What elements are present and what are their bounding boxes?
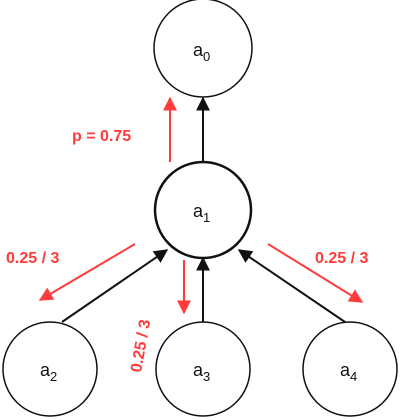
node-a3: a3 [155, 321, 251, 417]
node-a1-sub: 1 [203, 210, 210, 225]
svg-text:a4: a4 [340, 360, 357, 384]
node-a1: a1 [153, 160, 253, 260]
prob-label-a4: 0.25 / 3 [315, 250, 368, 267]
prob-arrow-a4 [267, 243, 364, 303]
node-a0: a0 [153, 0, 253, 98]
edge-a4-to-a1 [237, 249, 346, 323]
node-a1-base: a [193, 201, 204, 221]
edge-a2-to-a1 [61, 249, 169, 323]
node-a0-base: a [193, 40, 204, 60]
node-a2: a2 [2, 321, 98, 417]
svg-text:a0: a0 [193, 40, 210, 64]
node-a4-sub: 4 [350, 369, 357, 384]
node-a4: a4 [302, 321, 398, 417]
prob-label-a2: 0.25 / 3 [6, 250, 59, 267]
node-a3-sub: 3 [203, 369, 210, 384]
node-a2-sub: 2 [50, 369, 57, 384]
prob-arrow-a2 [38, 243, 136, 301]
node-a0-sub: 0 [203, 49, 210, 64]
prob-label-a0: p = 0.75 [72, 128, 131, 145]
prob-label-a3: 0.25 / 3 [128, 318, 154, 374]
svg-text:a2: a2 [40, 360, 57, 384]
node-a3-base: a [193, 360, 204, 380]
node-a4-base: a [340, 360, 351, 380]
node-a2-base: a [40, 360, 51, 380]
svg-text:a1: a1 [193, 201, 210, 225]
svg-text:a3: a3 [193, 360, 210, 384]
